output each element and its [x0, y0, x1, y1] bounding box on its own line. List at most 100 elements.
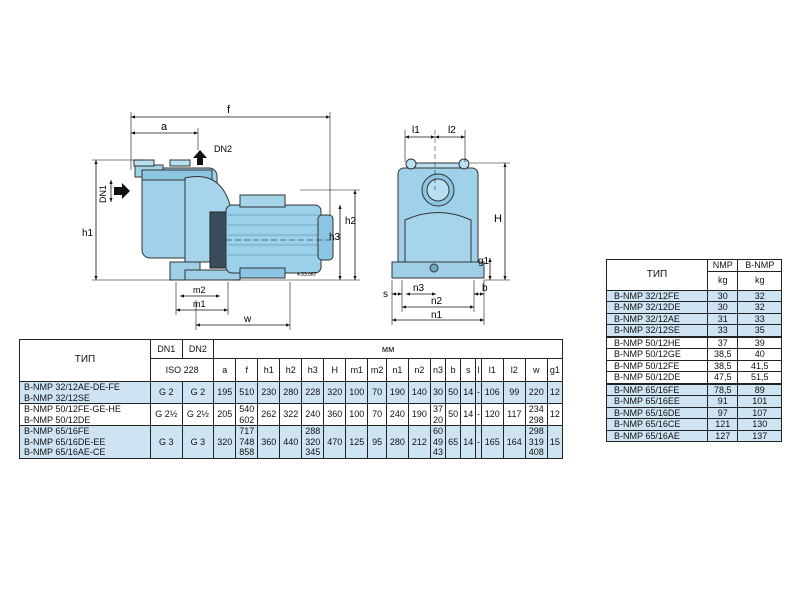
value-line: 298 — [528, 414, 544, 425]
bnmp-weight-cell: 89 — [737, 382, 782, 396]
value-line: 43 — [432, 447, 443, 457]
nmp-weight-cell: 30 — [706, 301, 739, 314]
bnmp-weight-cell: 40 — [737, 348, 782, 361]
value-line: 49 — [432, 436, 443, 447]
type-name: B-NMP 65/16DE-EE — [24, 436, 106, 447]
type-header: ТИП — [19, 339, 151, 382]
type-name: B-NMP 50/12DE — [24, 414, 91, 425]
weight-type-cell: B-NMP 50/12FE — [606, 359, 708, 372]
value-cell-l1: 165 — [480, 425, 504, 459]
value-line: 20 — [432, 414, 443, 425]
weight-type-cell: B-NMP 65/16CE — [606, 418, 708, 431]
dn2-cell: G 3 — [181, 425, 215, 459]
value-cell-b: 50 — [445, 403, 462, 426]
dim-label-m1: m1 — [193, 299, 206, 309]
value-cell-n1: 190 — [385, 381, 409, 404]
nmp-unit: kg — [706, 270, 739, 291]
bnmp-weight-cell: 39 — [737, 335, 782, 349]
value-line: 345 — [305, 447, 321, 457]
weight-type-cell: B-NMP 50/12HE — [606, 335, 708, 349]
dim-label-n2: n2 — [431, 296, 443, 307]
nmp-weight-cell: 30 — [706, 289, 739, 302]
dim-label-h1: h1 — [82, 228, 94, 239]
side-view-drawing: l1 l2 H g1 s n3 b n2 n1 — [383, 125, 510, 325]
weight-type-cell: B-NMP 50/12DE — [606, 371, 708, 384]
nmp-header: NMP — [706, 259, 739, 272]
type-name: B-NMP 32/12SE — [24, 392, 90, 403]
bnmp-weight-cell: 130 — [737, 418, 782, 431]
weight-type-cell: B-NMP 65/16AE — [606, 429, 708, 442]
nmp-weight-cell: 31 — [706, 312, 739, 325]
value-cell-f: 510 — [235, 381, 259, 404]
column-header-h3: h3 — [301, 358, 325, 382]
value-line: 748 — [239, 436, 255, 447]
value-line: 37 — [432, 404, 443, 414]
dn1-cell: G 2 — [150, 381, 183, 404]
dim-label-H: H — [494, 213, 502, 225]
value-cell-m2: 70 — [367, 403, 387, 426]
bnmp-weight-cell: 41,5 — [737, 359, 782, 372]
nmp-weight-cell: 37 — [706, 335, 739, 349]
dim-label-b: b — [482, 283, 488, 294]
nmp-weight-cell: 127 — [706, 429, 739, 442]
column-header-m2: m2 — [367, 358, 387, 382]
dim-label-n3: n3 — [413, 283, 425, 294]
value-cell-h3: 240 — [301, 403, 325, 426]
value-line: 319 — [528, 436, 544, 447]
value-line: 320 — [305, 436, 321, 447]
iso-header: ISO 228 — [149, 358, 215, 382]
value-line: 602 — [239, 414, 255, 425]
bnmp-weight-cell: 32 — [737, 301, 782, 314]
value-cell-m2: 70 — [367, 381, 387, 404]
dim-label-h2: h2 — [345, 216, 357, 227]
column-header-n2: n2 — [407, 358, 431, 382]
value-cell-n3: 30 — [429, 381, 447, 404]
value-cell-n2: 212 — [407, 425, 431, 459]
value-line: 288 — [305, 426, 321, 436]
column-header-h1: h1 — [257, 358, 281, 382]
nmp-weight-cell: 33 — [706, 324, 739, 337]
value-cell-a: 205 — [213, 403, 237, 426]
value-cell-a: 320 — [213, 425, 237, 459]
value-cell-a: 195 — [213, 381, 237, 404]
column-header-h2: h2 — [279, 358, 303, 382]
value-cell-h3: 228 — [301, 381, 325, 404]
value-cell-h2: 322 — [279, 403, 303, 426]
column-header-H: H — [323, 358, 347, 382]
dim-label-n1: n1 — [431, 310, 443, 321]
dim-label-h3: h3 — [329, 232, 341, 243]
type-name: B-NMP 50/12FE-GE-HE — [24, 404, 121, 414]
mm-header: мм — [213, 339, 563, 359]
column-header-n3: n3 — [429, 358, 447, 382]
value-cell-l: - — [475, 425, 482, 459]
nmp-weight-cell: 78,5 — [706, 382, 739, 396]
weight-type-cell: B-NMP 65/16FE — [606, 382, 708, 396]
value-cell-l1: 120 — [480, 403, 504, 426]
column-header-s: s — [460, 358, 477, 382]
value-cell-w: 220 — [524, 381, 548, 404]
value-cell-h1: 262 — [257, 403, 281, 426]
value-cell-l1: 106 — [480, 381, 504, 404]
dn2-cell: G 2 — [181, 381, 215, 404]
nmp-weight-cell: 38,5 — [706, 359, 739, 372]
value-line: 858 — [239, 447, 255, 457]
value-cell-H: 470 — [323, 425, 347, 459]
dn1-cell: G 3 — [150, 425, 183, 459]
value-cell-g1: 12 — [546, 403, 564, 426]
weight-type-cell: B-NMP 32/12AE — [606, 312, 708, 325]
column-header-l1: l1 — [480, 358, 504, 382]
value-line: 540 — [239, 404, 255, 414]
bnmp-weight-cell: 32 — [737, 289, 782, 302]
value-cell-n1: 280 — [385, 425, 409, 459]
